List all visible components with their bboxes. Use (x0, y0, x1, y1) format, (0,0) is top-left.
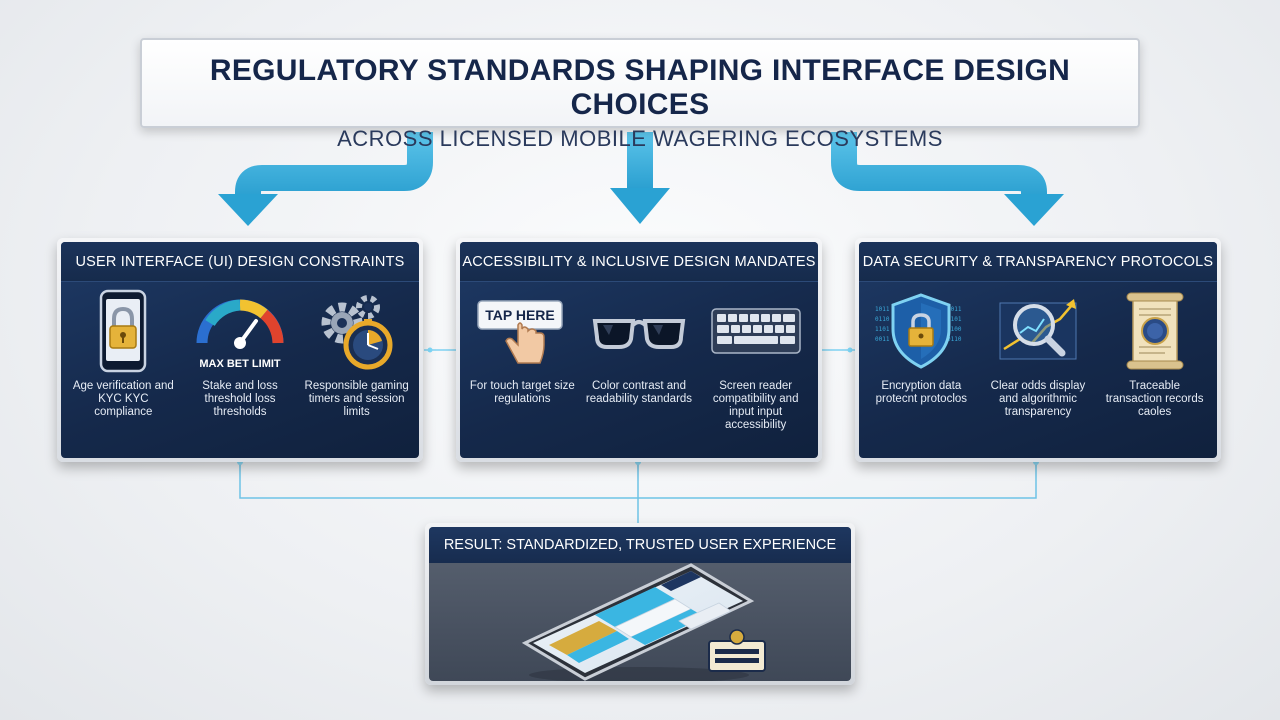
magnifier-chart-icon (999, 299, 1077, 360)
shield-lock-icon: 1011 0110 1101 0011 1011 0101 1100 0110 (875, 293, 962, 369)
arrow-center (610, 132, 670, 224)
gauge-caption: MAX BET LIMIT (199, 358, 281, 370)
item-label: Age verification and KYC KYC compliance (72, 380, 174, 418)
panel-title: USER INTERFACE (UI) DESIGN CONSTRAINTS (61, 242, 419, 282)
item-label: For touch target size regulations (469, 380, 575, 405)
item-screen-reader: Screen reader compatibility and input in… (701, 288, 811, 432)
item-age-verification: Age verification and KYC KYC compliance (68, 288, 178, 419)
svg-text:1011: 1011 (875, 306, 890, 313)
item-label: Color contrast and readability standards (585, 380, 693, 405)
glasses-icon (592, 319, 686, 349)
gauge-icon: MAX BET LIMIT (196, 299, 284, 370)
item-label: Screen reader compatibility and input in… (712, 380, 799, 431)
phone-lock-icon (100, 289, 147, 373)
svg-text:1101: 1101 (875, 326, 890, 333)
item-touch-target: TAP HERE For touch target size regulatio… (467, 288, 577, 432)
arrow-left (218, 132, 433, 226)
keyboard-icon (710, 308, 801, 354)
panel-ui-constraints: USER INTERFACE (UI) DESIGN CONSTRAINTS A… (57, 238, 423, 462)
svg-text:1011: 1011 (947, 306, 962, 313)
item-label: Responsible gaming timers and session li… (304, 380, 409, 418)
svg-text:0101: 0101 (947, 316, 962, 323)
item-color-contrast: Color contrast and readability standards (584, 288, 694, 432)
item-max-bet: MAX BET LIMIT Stake and loss threshold l… (185, 288, 295, 419)
item-label: Stake and loss threshold loss thresholds (202, 380, 278, 418)
item-odds-transparency: Clear odds display and algorithmic trans… (983, 288, 1093, 419)
panel-data-security: DATA SECURITY & TRANSPARENCY PROTOCOLS 1… (855, 238, 1221, 462)
header-box: REGULATORY STANDARDS SHAPING INTERFACE D… (140, 38, 1140, 151)
item-label: Traceable transaction records caoles (1105, 380, 1204, 418)
panel-title: DATA SECURITY & TRANSPARENCY PROTOCOLS (859, 242, 1217, 282)
result-panel: RESULT: STANDARDIZED, TRUSTED USER EXPER… (425, 523, 855, 685)
item-label: Encryption data protecnt protoclos (875, 380, 968, 405)
arrow-right (831, 132, 1064, 226)
result-bracket (239, 462, 1037, 523)
licensed-badge (708, 629, 766, 672)
svg-text:0110: 0110 (875, 316, 890, 323)
page-subtitle: ACROSS LICENSED MOBILE WAGERING ECOSYSTE… (337, 126, 943, 151)
page-title: REGULATORY STANDARDS SHAPING INTERFACE D… (209, 54, 1071, 121)
svg-text:0110: 0110 (947, 336, 962, 343)
scroll-seal-icon (1126, 292, 1184, 370)
smartphone-illustration (521, 563, 766, 681)
item-gaming-timers: Responsible gaming timers and session li… (302, 288, 412, 419)
tap-caption: TAP HERE (486, 307, 556, 323)
item-encryption: 1011 0110 1101 0011 1011 0101 1100 0110 Encryp… (866, 288, 976, 419)
svg-text:1100: 1100 (947, 326, 962, 333)
svg-text:0011: 0011 (875, 336, 890, 343)
item-transaction-records: Traceable transaction records caoles (1100, 288, 1210, 419)
gear-timer-icon (321, 295, 393, 370)
panel-accessibility: ACCESSIBILITY & INCLUSIVE DESIGN MANDATE… (456, 238, 822, 462)
panel-title: ACCESSIBILITY & INCLUSIVE DESIGN MANDATE… (460, 242, 818, 282)
tap-button-icon: TAP HERE (477, 300, 564, 364)
item-label: Clear odds display and algorithmic trans… (990, 380, 1086, 418)
result-title: RESULT: STANDARDIZED, TRUSTED USER EXPER… (429, 527, 851, 563)
